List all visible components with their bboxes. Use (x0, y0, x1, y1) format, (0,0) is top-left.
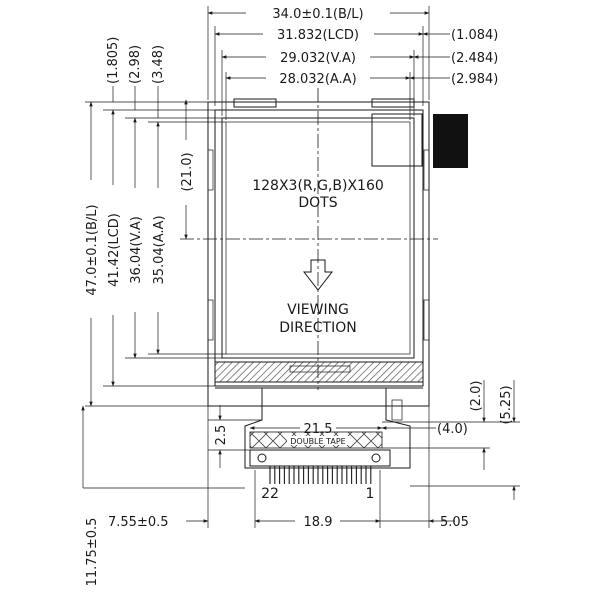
dim-va-height: 36.04(V.A) (129, 216, 144, 284)
bottom-dimensions: 11.75±0.5 7.55±0.5 18.9 5.05 (81, 405, 469, 587)
dim-bottom-189: 18.9 (304, 515, 333, 530)
dim-bl-height: 47.0±0.1(B/L) (85, 204, 100, 295)
double-tape-label: DOUBLE TAPE (290, 437, 345, 446)
dim-fpc-20: (2.0) (469, 381, 484, 412)
fpc-stiffener-tab (391, 399, 403, 421)
direction-label: DIRECTION (279, 320, 356, 336)
dim-lcd-width: 31.832(LCD) (277, 28, 359, 43)
dim-fpc-525: (5.25) (499, 385, 514, 424)
dim-va-width: 29.032(V.A) (280, 51, 356, 66)
side-notch-left-1 (207, 149, 214, 191)
top-dimensions: 34.0±0.1(B/L) 31.832(LCD) (1.084) 29.032… (207, 6, 498, 120)
dim-fpc-25: 2.5 (214, 425, 229, 446)
viewing-direction-arrow-icon (302, 259, 334, 291)
viewing-label: VIEWING (287, 302, 349, 318)
dim-top-348: (3.48) (151, 45, 166, 84)
ic-window (371, 113, 423, 167)
lcd-outline (214, 109, 424, 387)
dim-top-298: (2.98) (128, 45, 143, 84)
connector-hole-left-icon (257, 453, 267, 463)
backlight-outline (207, 101, 430, 407)
dim-bl-width: 34.0±0.1(B/L) (272, 7, 363, 22)
dim-bottom-1175: 11.75±0.5 (85, 518, 100, 587)
side-notch-right-1 (423, 149, 430, 191)
side-notch-left-2 (207, 299, 214, 341)
dim-right-2984: (2.984) (451, 72, 498, 87)
connector-hole-right-icon (371, 453, 381, 463)
module-outline (207, 98, 468, 407)
dim-bottom-505: 5.05 (440, 515, 469, 530)
pin-1-label: 1 (366, 486, 375, 502)
connector-body (249, 449, 391, 467)
dim-top-1805: (1.805) (106, 37, 121, 84)
dim-fpc-40: (4.0) (437, 422, 468, 437)
side-notch-right-2 (423, 299, 430, 341)
top-tab-left (233, 98, 277, 108)
dim-aa-width: 28.032(A.A) (279, 72, 356, 87)
resolution-label: 128X3(R,G,B)X160 (252, 178, 384, 194)
bottom-slot (289, 365, 351, 373)
fpc-assembly: DOUBLE TAPE (244, 388, 411, 484)
pin-22-label: 22 (261, 486, 279, 502)
top-tab-right (371, 98, 415, 108)
dim-fpc-215: 21.5 (304, 422, 333, 437)
fpc-black-tab (433, 114, 468, 168)
dim-center-210: (21.0) (180, 152, 195, 191)
dim-aa-height: 35.04(A.A) (152, 215, 167, 284)
right-dimensions: 21.5 (4.0) (2.0) (5.25) (249, 380, 520, 500)
dim-lcd-height: 41.42(LCD) (107, 213, 122, 287)
connector-pins (269, 466, 372, 484)
tape-label-bg (287, 436, 349, 445)
dim-bottom-755: 7.55±0.5 (108, 515, 169, 530)
dots-label: DOTS (298, 195, 337, 211)
fpc-left-dimension: 2.5 (208, 405, 262, 468)
dim-right-1084: (1.084) (451, 28, 498, 43)
dim-right-2484: (2.484) (451, 51, 498, 66)
left-dimensions: (1.805) (2.98) (3.48) 47.0±0.1(B/L) 41.4… (85, 37, 226, 407)
